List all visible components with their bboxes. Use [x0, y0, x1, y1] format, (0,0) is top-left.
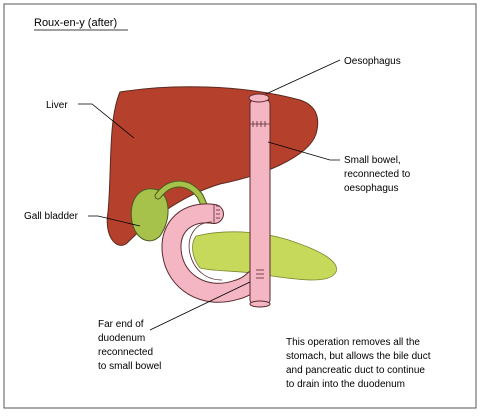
far-end-leader	[149, 281, 251, 331]
small-bowel-leader	[267, 141, 340, 161]
gall-bladder-shape	[130, 188, 169, 242]
oesophagus-join-stitches	[250, 121, 270, 127]
duodenum-loop	[162, 204, 263, 302]
small-bowel-end	[249, 300, 271, 308]
oesophagus-end	[248, 93, 270, 103]
gall-bladder-leader	[88, 215, 141, 227]
label-liver: Liver	[46, 100, 68, 111]
duodenum-inner-line	[188, 221, 223, 281]
label-small-bowel: Small bowel, reconnected to oesophagus	[344, 155, 413, 194]
label-far-end-duodenum: Far end of duodenum reconnected to small…	[98, 319, 161, 372]
diagram-border	[3, 3, 477, 409]
diagram-title: Roux-en-y (after)	[34, 17, 117, 29]
label-oesophagus: Oesophagus	[344, 56, 401, 67]
oesophagus-leader	[265, 59, 341, 95]
duodenum-end-stitches	[213, 205, 220, 223]
small-bowel-tube	[249, 99, 271, 305]
leader-lines	[78, 59, 341, 331]
liver-leader	[78, 103, 135, 139]
operation-note: This operation removes all the stomach, …	[286, 337, 433, 390]
label-gall-bladder: Gall bladder	[24, 211, 79, 222]
duodenum-join-stitches	[256, 269, 264, 279]
